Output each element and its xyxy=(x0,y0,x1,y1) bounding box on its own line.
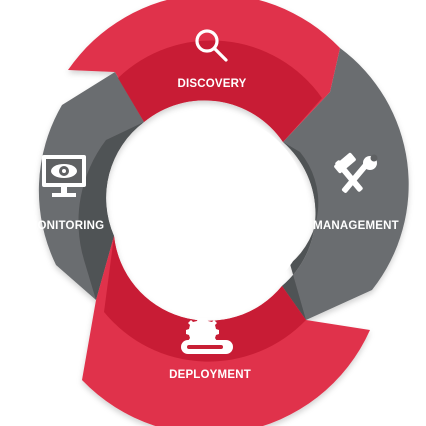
tools-icon xyxy=(334,152,378,193)
segment-deployment xyxy=(82,236,370,426)
segment-monitoring xyxy=(38,72,145,300)
conveyor-gear-icon xyxy=(181,318,233,354)
segment-discovery xyxy=(68,0,340,142)
center-hole xyxy=(118,115,308,305)
stage-label-discovery: DISCOVERY xyxy=(177,78,246,90)
segment-management xyxy=(282,48,409,320)
magnifier-icon xyxy=(195,29,228,62)
stage-label-deployment: DEPLOYMENT xyxy=(169,369,251,381)
stage-label-monitoring: MONITORING xyxy=(28,220,105,232)
monitor-eye-icon xyxy=(42,155,86,197)
stage-label-management: MANAGEMENT xyxy=(313,220,399,232)
